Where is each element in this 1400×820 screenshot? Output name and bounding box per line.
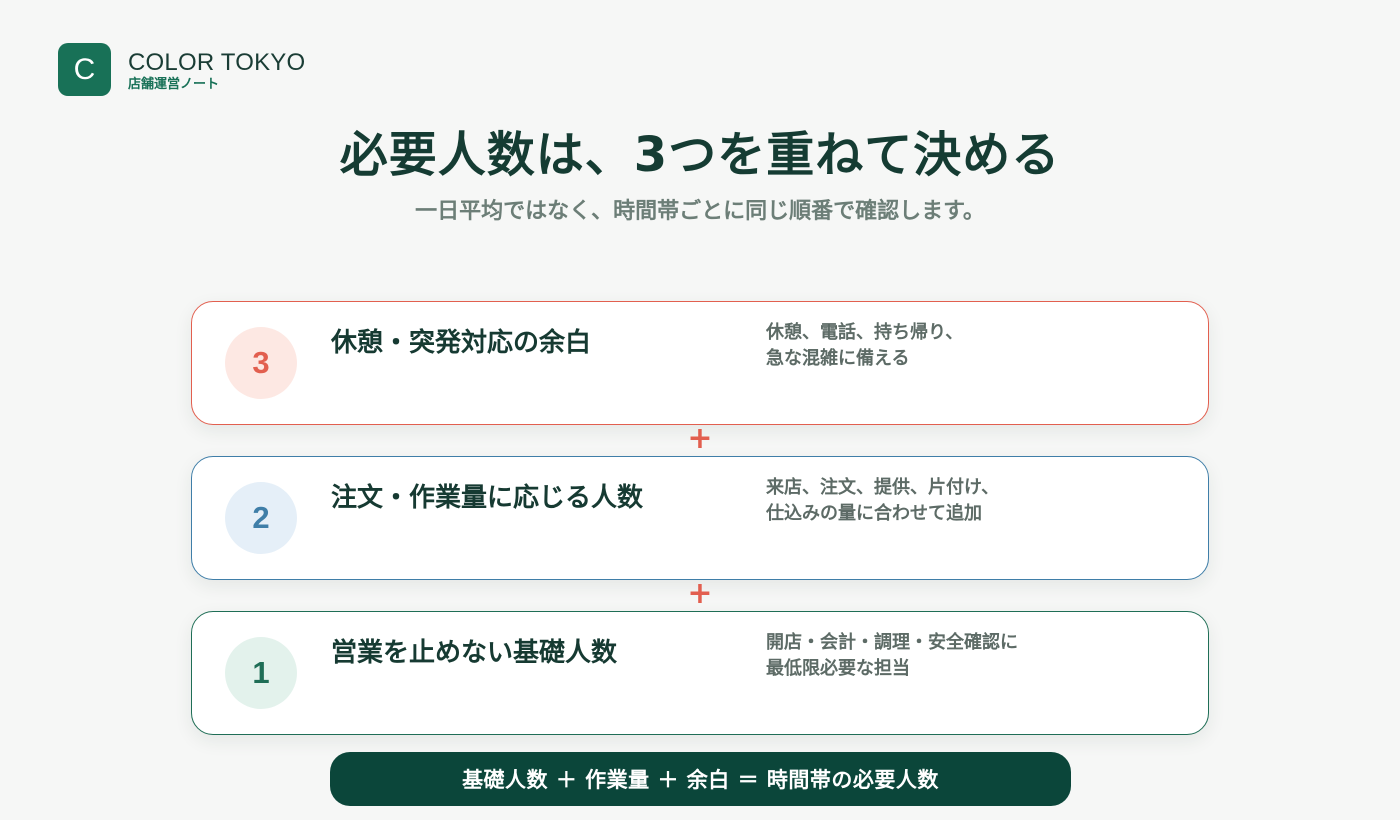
layer-card-3: 3 休憩・突発対応の余白 休憩、電話、持ち帰り、 急な混雑に備える bbox=[191, 301, 1209, 425]
layer-description-line: 休憩、電話、持ち帰り、 bbox=[766, 322, 964, 343]
brand-subtitle: 店舗運営ノート bbox=[128, 76, 220, 92]
layer-card-2: 2 注文・作業量に応じる人数 来店、注文、提供、片付け、 仕込みの量に合わせて追… bbox=[191, 456, 1209, 580]
formula-banner: 基礎人数 ＋ 作業量 ＋ 余白 ＝ 時間帯の必要人数 bbox=[330, 752, 1071, 806]
layer-description: 来店、注文、提供、片付け、 仕込みの量に合わせて追加 bbox=[766, 475, 999, 527]
layer-number-badge: 3 bbox=[225, 327, 297, 399]
layer-title: 注文・作業量に応じる人数 bbox=[331, 483, 644, 513]
layer-number-badge: 2 bbox=[225, 482, 297, 554]
layer-number-badge: 1 bbox=[225, 637, 297, 709]
layer-card-1: 1 営業を止めない基礎人数 開店・会計・調理・安全確認に 最低限必要な担当 bbox=[191, 611, 1209, 735]
layer-description-line: 開店・会計・調理・安全確認に bbox=[766, 632, 1018, 653]
logo-mark: C bbox=[58, 43, 111, 96]
plus-icon: + bbox=[687, 421, 713, 456]
page-title: 必要人数は、3つを重ねて決める bbox=[339, 127, 1061, 183]
layer-description: 休憩、電話、持ち帰り、 急な混雑に備える bbox=[766, 320, 963, 372]
layer-description-line: 最低限必要な担当 bbox=[766, 658, 910, 679]
brand-logo: C COLOR TOKYO 店舗運営ノート bbox=[58, 43, 305, 96]
brand-name: COLOR TOKYO bbox=[128, 48, 306, 76]
layer-description: 開店・会計・調理・安全確認に 最低限必要な担当 bbox=[766, 630, 1018, 682]
layer-title: 休憩・突発対応の余白 bbox=[331, 328, 592, 358]
plus-icon: + bbox=[687, 576, 713, 611]
layer-title: 営業を止めない基礎人数 bbox=[331, 638, 618, 668]
layer-description-line: 来店、注文、提供、片付け、 bbox=[766, 477, 1000, 498]
page-subtitle: 一日平均ではなく、時間帯ごとに同じ順番で確認します。 bbox=[415, 199, 985, 224]
brand-text: COLOR TOKYO 店舗運営ノート bbox=[128, 48, 306, 93]
layer-description-line: 急な混雑に備える bbox=[766, 348, 910, 369]
layer-description-line: 仕込みの量に合わせて追加 bbox=[766, 503, 982, 524]
